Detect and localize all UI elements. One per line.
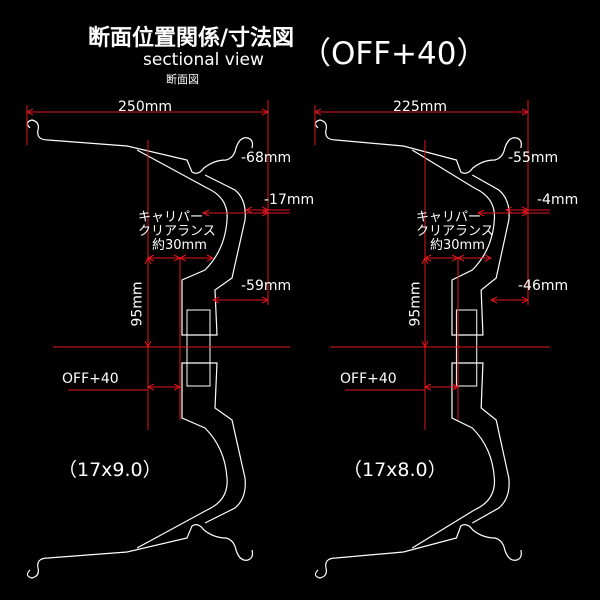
w1-rim-outline-bottom (26, 524, 254, 579)
arrow-head (146, 383, 155, 391)
w1-size: （17x9.0） (58, 459, 162, 481)
arrow-head (423, 383, 432, 391)
arrow-head (261, 296, 270, 304)
arrow-head (504, 206, 513, 214)
arrow-head (423, 254, 432, 262)
w1-d1: -68mm (241, 150, 292, 166)
w1-rim-outline-bottom (136, 362, 246, 549)
w2-d1: -55mm (508, 150, 559, 166)
w2-rim-outline-bottom (411, 362, 510, 549)
w2-offset: OFF+40 (340, 371, 397, 387)
w2-caliper1: キャリパー (416, 210, 482, 225)
offset-badge: （OFF+40） (300, 36, 488, 72)
arrow-head (201, 209, 210, 217)
w1-caliper1: キャリパー (138, 210, 204, 225)
w1-caliper3: 約30mm (152, 238, 207, 253)
w1-d2: -17mm (264, 192, 315, 208)
w2-hub-face (455, 309, 478, 387)
title-en: sectional view (143, 50, 264, 70)
w1-offset: OFF+40 (62, 371, 119, 387)
arrow-head (489, 296, 498, 304)
w1-hub-face (186, 309, 211, 387)
arrow-head (206, 254, 215, 262)
w1-width: 250mm (118, 99, 172, 115)
w2-size: （17x8.0） (343, 459, 447, 481)
w1-pcd: 95mm (129, 281, 146, 327)
subtitle-jp: 断面図 (166, 73, 199, 86)
arrow-head (484, 254, 493, 262)
arrow-head (146, 254, 155, 262)
arrow-head (211, 296, 220, 304)
arrow-head (244, 206, 253, 214)
w2-rim-outline-bottom (314, 524, 522, 579)
w1-rim-outline-top (26, 119, 254, 174)
arrow-head (476, 209, 485, 217)
w2-width: 225mm (393, 99, 447, 115)
w2-pcd: 95mm (407, 281, 424, 327)
w1-caliper2: クリアランス (138, 224, 216, 239)
w2-caliper2: クリアランス (416, 224, 494, 239)
w2-caliper3: 約30mm (430, 238, 485, 253)
arrow-head (173, 383, 182, 391)
w1-d3: -59mm (241, 278, 292, 294)
arrow-head (451, 383, 460, 391)
w2-d2: -4mm (537, 192, 579, 208)
w2-d3: -46mm (518, 278, 569, 294)
w2-rim-outline-top (411, 149, 510, 336)
title-jp: 断面位置関係/寸法図 (88, 26, 295, 51)
arrow-head (521, 296, 530, 304)
w1-rim-outline-top (136, 149, 246, 336)
w2-rim-outline-top (314, 119, 522, 174)
